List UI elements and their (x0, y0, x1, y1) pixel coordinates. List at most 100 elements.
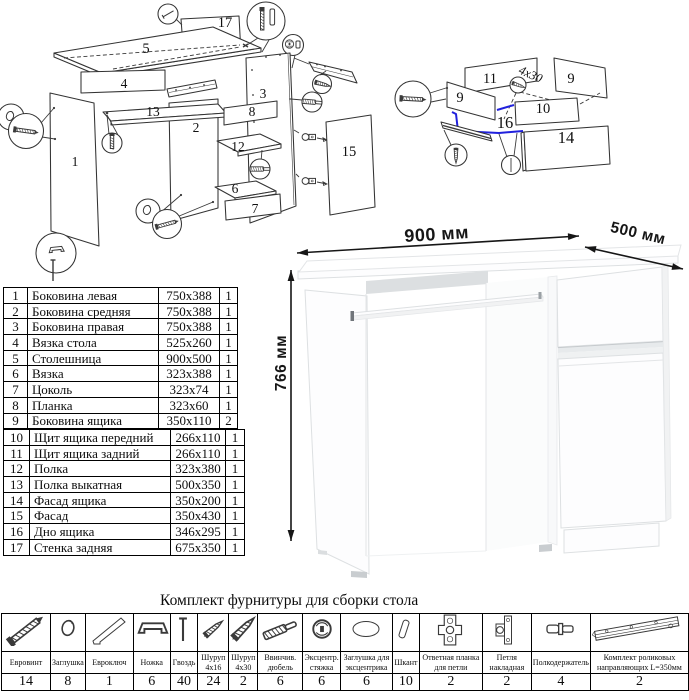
part-size: 750x388 (158, 318, 220, 336)
hardware-item-cell (481, 613, 532, 652)
part-label-10: 10 (536, 101, 551, 117)
part-size: 350x430 (170, 507, 226, 525)
part-7-base-plank (224, 193, 282, 221)
desk-left-panel (304, 289, 370, 575)
hardware-item-name: Шуруп 4x16 (197, 651, 230, 674)
part-10-drawer-front-shield (514, 97, 580, 126)
hardware-item-qty: 2 (228, 673, 259, 691)
part-label-17: 17 (218, 15, 233, 31)
cap-icon (59, 618, 76, 638)
part-9-drawer-side-left (446, 81, 496, 121)
hardware-item-name: Эксцентр. стяжка (302, 651, 341, 674)
part-name: Фасад ящика (29, 491, 171, 509)
part-name: Боковина левая (27, 287, 159, 304)
hardware-item-qty: 40 (169, 673, 199, 691)
part-5-tabletop (53, 26, 262, 74)
part-label-2: 2 (193, 120, 200, 135)
part-number: 7 (3, 381, 28, 398)
hardware-item-qty: 2 (418, 673, 483, 691)
hardware-item-cell (530, 613, 591, 652)
hardware-item-name: Гвоздь (169, 651, 199, 674)
part-number: 4 (3, 334, 28, 351)
cam-cap-icon (352, 621, 380, 637)
foot-icon (137, 622, 168, 634)
part-size: 350x110 (158, 412, 220, 430)
part-number: 5 (3, 349, 28, 367)
part-number: 10 (3, 429, 30, 446)
part-name: Боковина ящика (27, 412, 159, 430)
hardware-item-qty: 1 (84, 673, 134, 691)
hardware-item-qty: 6 (339, 673, 393, 691)
part-label-4: 4 (121, 76, 128, 91)
part-number: 1 (3, 287, 28, 304)
part-label-6: 6 (232, 181, 239, 196)
part-label-12: 12 (231, 139, 245, 154)
part-number: 2 (3, 302, 28, 320)
hardware-item-name: Ответная планка для петли (418, 651, 483, 674)
part-size: 525x260 (158, 334, 220, 351)
part-size: 266x110 (170, 429, 226, 446)
part-name: Стенка задняя (29, 538, 171, 556)
part-number: 9 (3, 412, 28, 430)
part-size: 675x350 (170, 538, 226, 556)
part-qty: 1 (219, 287, 238, 304)
desk-height-label: 766 мм (273, 335, 290, 391)
part-number: 3 (3, 318, 28, 336)
hardware-item-cell (197, 613, 230, 652)
hardware-item-name: Петля накладная (481, 651, 532, 674)
screw-4x16-icon (201, 617, 226, 640)
part-size: 500x350 (170, 476, 226, 493)
desk-door (557, 352, 667, 529)
part-label-1: 1 (72, 154, 79, 169)
part-qty: 1 (225, 429, 245, 446)
hardware-item-cell (257, 613, 304, 652)
hardware-item-name: Заглушка (49, 651, 86, 674)
hardware-item-name: Евровинт (1, 651, 51, 674)
part-number: 12 (3, 460, 30, 478)
hardware-item-cell (418, 613, 483, 652)
desk-drawer-front (556, 266, 664, 348)
part-label-5: 5 (142, 41, 149, 57)
hardware-item-cell (169, 613, 199, 652)
hardware-item-name: Ножка (132, 651, 171, 674)
hardware-item-name: Заглушка для эксцентрика (339, 651, 393, 674)
part-name: Фасад (29, 507, 171, 525)
hardware-item-cell (589, 613, 689, 652)
part-4-desk-tie (80, 69, 166, 94)
part-name: Полка (29, 460, 171, 478)
part-size: 323x74 (158, 381, 220, 398)
hardware-item-cell (49, 613, 86, 652)
hardware-item-cell (132, 613, 171, 652)
part-label-15: 15 (342, 144, 357, 160)
hardware-item-qty: 10 (391, 673, 420, 691)
part-qty: 1 (225, 444, 245, 462)
height-dimension-arrow (287, 270, 295, 541)
hardware-item-name: Шкант (391, 651, 420, 674)
hinge-icon (495, 615, 512, 645)
width-dimension-arrow (296, 233, 580, 256)
hardware-item-qty: 14 (1, 673, 51, 691)
hardware-item-cell (391, 613, 420, 652)
part-name: Вязка стола (27, 334, 159, 351)
hardware-item-qty: 2 (589, 673, 689, 691)
part-name: Щит ящика задний (29, 444, 171, 462)
part-size: 323x388 (158, 365, 220, 383)
part-number: 8 (3, 396, 28, 414)
cam-lock-icon (311, 619, 332, 639)
part-label-7: 7 (252, 201, 259, 216)
part-label-9-right: 9 (567, 71, 574, 87)
